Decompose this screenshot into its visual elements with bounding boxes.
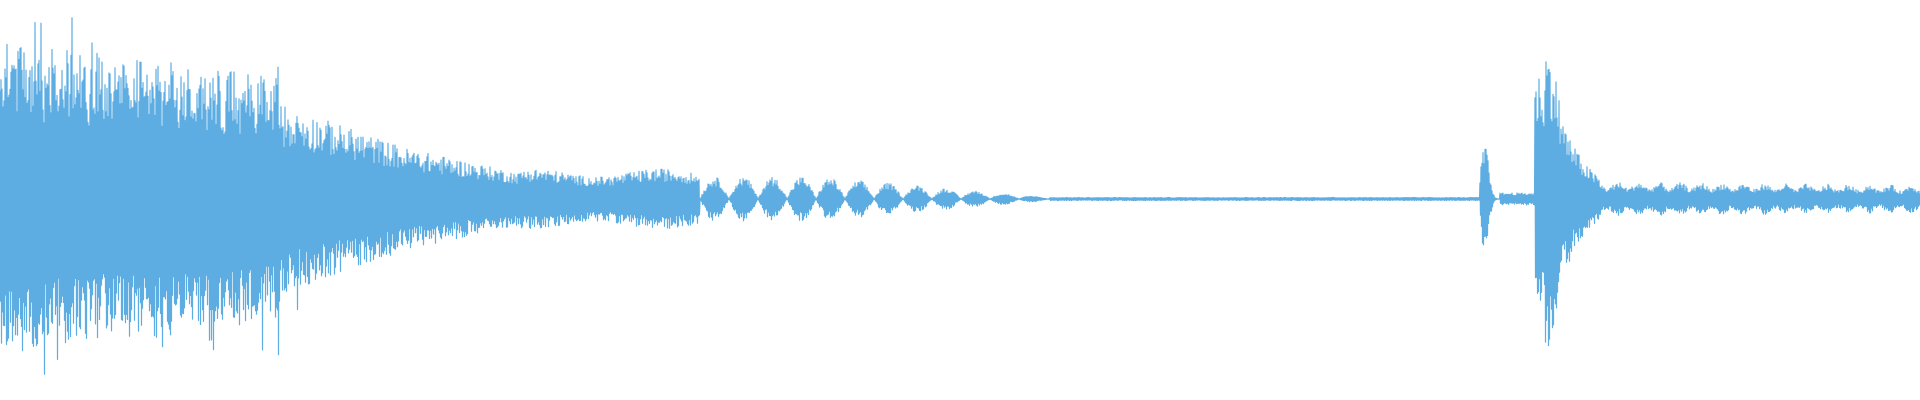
waveform-trace (0, 17, 1920, 375)
